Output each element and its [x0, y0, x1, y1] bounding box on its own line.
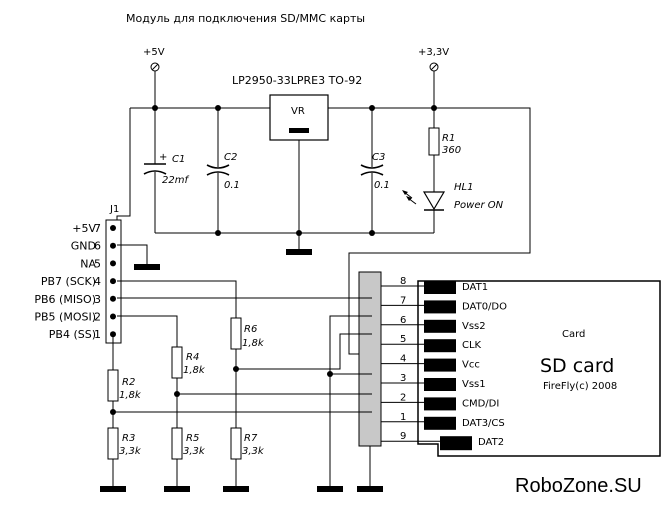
j1-pin-label: PB5 (MOSI): [34, 311, 96, 324]
j1-pin-number: 2: [94, 311, 101, 324]
vcc-33v-wire: [348, 107, 531, 355]
svg-text:+: +: [159, 152, 167, 163]
c3-value: 0.1: [374, 180, 390, 191]
r4-name: R4: [186, 352, 199, 363]
r2-name: R2: [122, 377, 135, 388]
sd-pin-number: 3: [400, 373, 406, 384]
j1-pin-dot: [110, 260, 116, 267]
sd-pin-contact: [424, 416, 456, 430]
c3-name: C3: [372, 152, 385, 163]
sd-pin-contact: [440, 436, 472, 451]
sd-pin-contact: [424, 397, 456, 411]
j1-pin-label: GND: [71, 240, 96, 253]
r7-name: R7: [244, 433, 258, 444]
hl1-name: HL1: [454, 182, 473, 193]
r3-name: R3: [122, 433, 135, 444]
j1-pin-number: 5: [94, 257, 101, 270]
sd-pin-number: 2: [400, 392, 406, 403]
diagram-title: Модуль для подключения SD/MMC карты: [126, 12, 365, 25]
j1-pin-number: 6: [94, 240, 101, 253]
r6-name: R6: [244, 324, 257, 335]
c2-name: C2: [224, 152, 237, 163]
resistor-r1: R1 360: [428, 108, 461, 192]
capacitor-c1: + C1 22mf: [143, 108, 189, 233]
r3-value: 3,3k: [119, 446, 142, 457]
sd-pin-number: 1: [400, 412, 406, 423]
sd-pin-number: 4: [400, 354, 406, 365]
sd-pin-label: Vss2: [462, 321, 486, 332]
sd-card-header: Card: [562, 329, 585, 340]
regulator-label: VR: [291, 106, 305, 117]
sd-pin-label: DAT1: [462, 282, 488, 293]
j1-pin-dot: [110, 242, 116, 249]
j1-pin-label: +5V: [72, 222, 96, 235]
sd-pin-label: CMD/DI: [462, 398, 499, 409]
j1-pin-number: 4: [94, 275, 101, 288]
c2-value: 0.1: [224, 180, 240, 191]
j1-pin-dot: [110, 295, 116, 302]
sd-pin-contact: [424, 358, 456, 372]
sd-pin-label: DAT3/CS: [462, 418, 505, 429]
r5-value: 3,3k: [183, 446, 206, 457]
brand-logo-text: RoboZone.SU: [515, 475, 642, 497]
j1-name: J1: [109, 204, 119, 215]
r1-value: 360: [442, 145, 461, 156]
led-hl1: HL1 Power ON: [402, 182, 504, 233]
sd-pin-number: 7: [400, 295, 406, 306]
sd-pin-contact: [424, 281, 456, 294]
r2-value: 1,8k: [119, 390, 142, 401]
sd-pin-contact: [424, 339, 456, 353]
sd-pin-contact: [424, 300, 456, 314]
capacitor-c3: C3 0.1: [360, 108, 390, 233]
j1-pin-number: 3: [94, 293, 101, 306]
sd-pin-contact: [424, 319, 456, 333]
r7-value: 3,3k: [242, 446, 265, 457]
j1-pin-dot: [110, 278, 116, 285]
regulator-part-label: LP2950-33LPRE3 TO-92: [232, 74, 362, 87]
sd-pin-contact: [424, 378, 456, 391]
plus5v-terminal: +5V: [143, 47, 165, 108]
r5-name: R5: [186, 433, 199, 444]
j1-pin-number: 1: [94, 328, 101, 341]
j1-pin-label: PB6 (MISO): [34, 293, 96, 306]
plus5v-label: +5V: [143, 47, 165, 58]
j1-gnd-wire: [117, 244, 148, 264]
sd-card-name: SD card: [540, 355, 614, 377]
signal-wiring: [100, 280, 383, 492]
plus33v-label: +3,3V: [418, 47, 449, 58]
r1-name: R1: [442, 133, 455, 144]
sd-pin-number: 8: [400, 276, 406, 287]
j1-pin-label: PB4 (SS): [49, 328, 96, 341]
j1-pin-number: 7: [94, 222, 101, 235]
sd-card-credit: FireFly(c) 2008: [543, 381, 617, 392]
plus33v-terminal: +3,3V: [418, 47, 449, 108]
hl1-value: Power ON: [454, 200, 504, 211]
sd-pin-label: DAT2: [478, 437, 504, 448]
r6-value: 1,8k: [242, 338, 265, 349]
j1-pin-dot: [110, 313, 116, 320]
sd-pin-number: 5: [400, 334, 406, 345]
j1-pin-label: NA: [80, 257, 96, 270]
sd-pin-number: 9: [400, 431, 406, 442]
voltage-regulator: VR: [269, 94, 329, 233]
ground-symbol-regulator: [286, 249, 312, 255]
sd-pin-label: CLK: [462, 340, 482, 351]
resistor-labels: R2 1,8k R3 3,3k R4 1,8k R5 3,3k R6 1,8k …: [119, 324, 265, 457]
r4-value: 1,8k: [183, 365, 206, 376]
c1-value: 22mf: [162, 175, 189, 186]
j1-pin-dot: [110, 225, 116, 231]
sd-pin-label: Vcc: [462, 360, 480, 371]
ground-symbol-j1: [134, 264, 160, 270]
c1-name: C1: [172, 154, 185, 165]
sd-pin-label: DAT0/DO: [462, 301, 507, 312]
sd-pin-number: 6: [400, 315, 406, 326]
j1-pin-label: PB7 (SCK): [41, 275, 96, 288]
capacitor-c2: C2 0.1: [206, 108, 240, 233]
sd-pin-label: Vss1: [462, 379, 486, 390]
